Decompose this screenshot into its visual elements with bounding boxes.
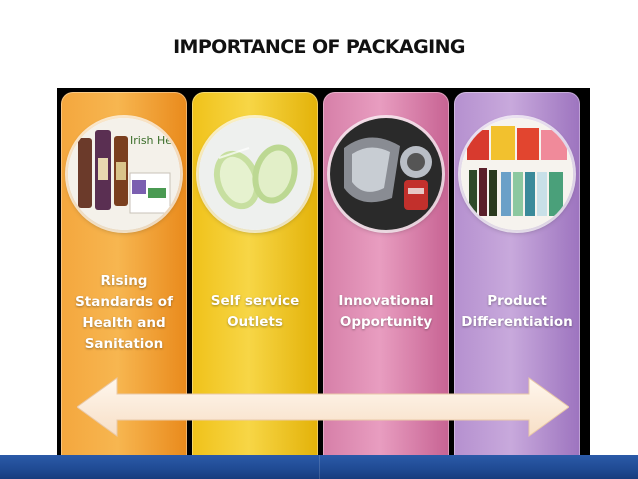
slide-title: IMPORTANCE OF PACKAGING — [173, 36, 465, 58]
card-1-label-line: Standards of — [75, 294, 173, 310]
assorted-products-image — [461, 118, 573, 230]
card-3-label: Innovational Opportunity — [323, 291, 449, 333]
card-3-label-line: Opportunity — [339, 314, 433, 330]
card-4-label-line: Differentiation — [461, 314, 573, 330]
card-3-label-line: Innovational — [338, 293, 434, 309]
irish-health-text: Irish Health — [130, 134, 180, 147]
packaged-cabbage-image — [199, 118, 311, 230]
card-4-label: Product Differentiation — [454, 291, 580, 333]
card-4-label-line: Product — [487, 293, 547, 309]
card-1-label-line: Health and — [82, 315, 166, 331]
card-2-label-line: Outlets — [227, 314, 283, 330]
packaging-diagram: Irish Health Rising Standards of Health … — [57, 88, 590, 462]
card-2-label-line: Self service — [210, 293, 300, 309]
health-products-image: Irish Health — [68, 118, 180, 230]
card-1-label-line: Rising — [100, 273, 148, 289]
card-1-label: Rising Standards of Health and Sanitatio… — [61, 271, 187, 355]
footer-divider — [319, 455, 320, 479]
card-2-label: Self service Outlets — [192, 291, 318, 333]
footer-bar — [0, 455, 638, 479]
blister-pack-image — [330, 118, 442, 230]
card-1-label-line: Sanitation — [84, 336, 164, 352]
card-rising-standards: Irish Health Rising Standards of Health … — [61, 92, 187, 462]
double-headed-arrow — [76, 376, 570, 442]
